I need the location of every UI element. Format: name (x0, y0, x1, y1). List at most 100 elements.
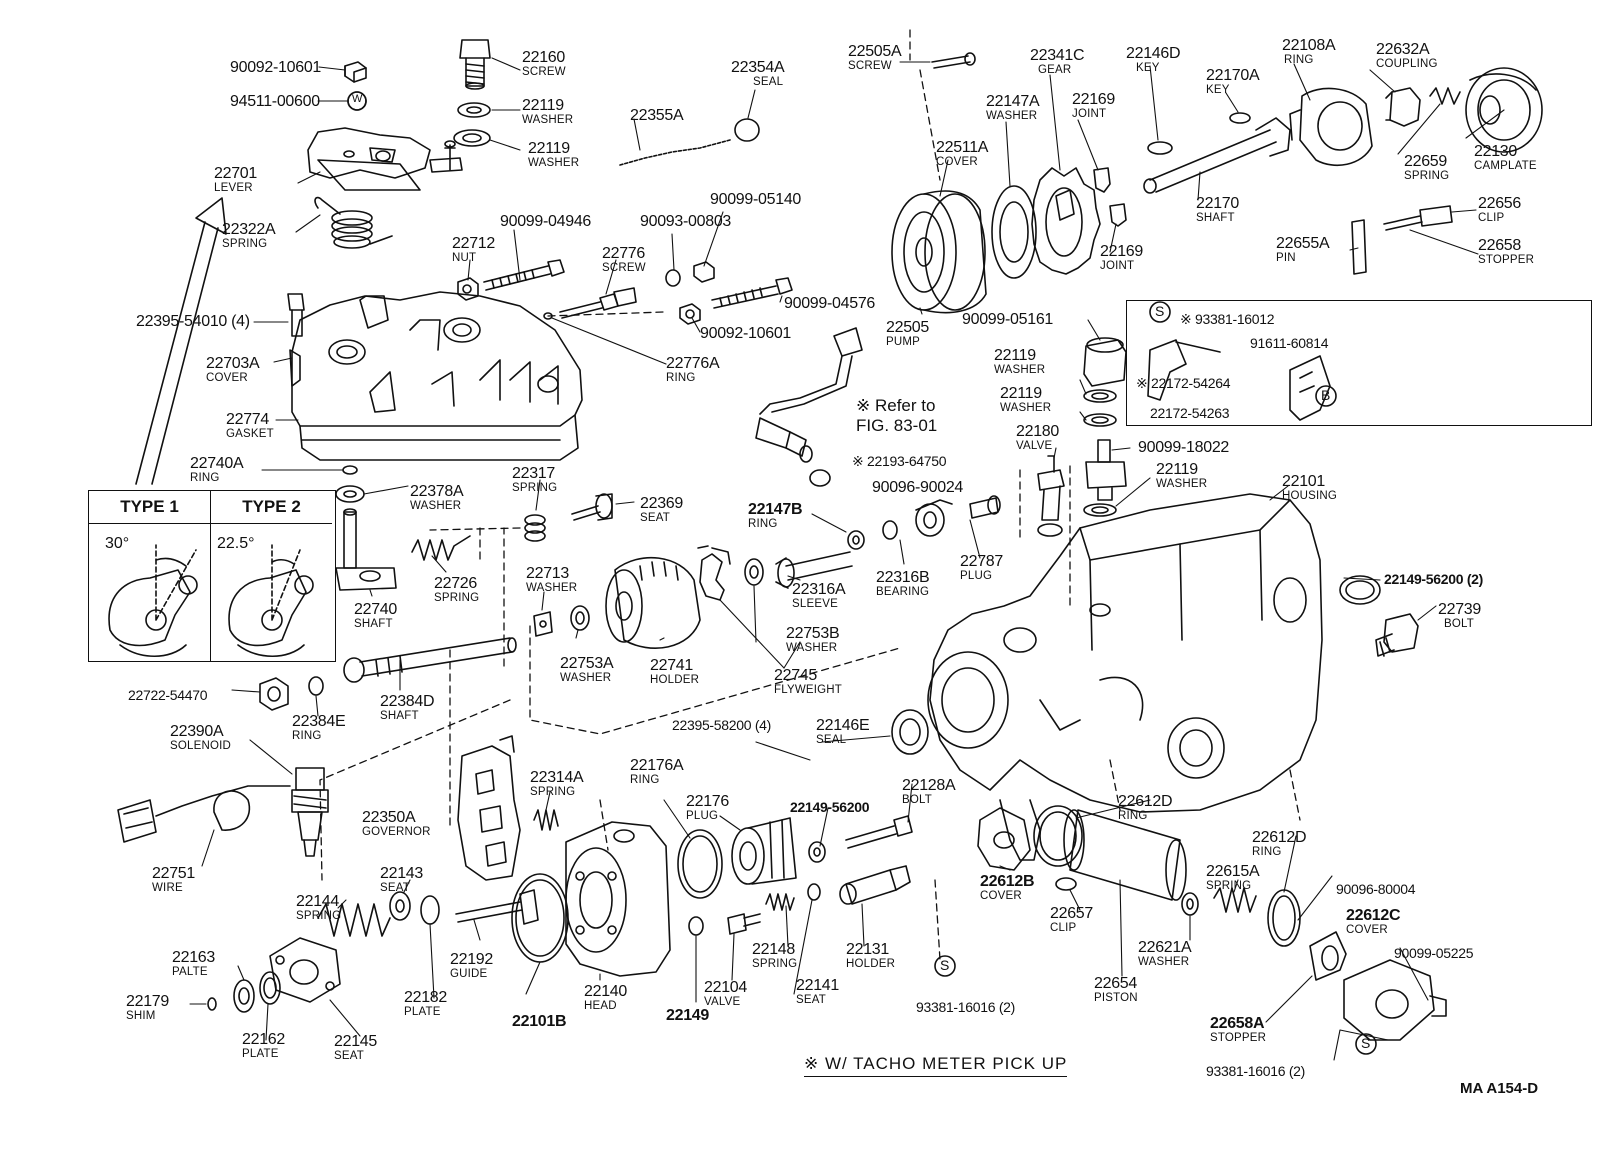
part-label[interactable]: 22149-56200 (2) (1384, 571, 1484, 587)
part-label[interactable]: 90092-10601 (230, 59, 322, 76)
part-label[interactable]: 91611-60814 (1250, 335, 1329, 351)
part-label[interactable]: 90099-05161 (962, 311, 1054, 328)
part-label[interactable]: 90099-05225 (1394, 945, 1474, 961)
part-label[interactable]: 22722-54470 (128, 687, 208, 703)
part-label[interactable]: 90093-00803 (640, 213, 732, 230)
part-label[interactable]: ※ 22172-54264 (1136, 375, 1231, 391)
part-label[interactable]: 22395-58200 (4) (672, 717, 772, 733)
part-label[interactable]: ※ 22193-64750 (852, 453, 947, 469)
part-label[interactable]: 90099-05140 (710, 191, 802, 208)
part-label[interactable]: 22149 (666, 1007, 709, 1024)
part-label[interactable]: ※ 93381-16012 (1180, 311, 1275, 327)
part-label[interactable]: 90099-04946 (500, 213, 592, 230)
part-label[interactable]: 90099-18022 (1138, 439, 1230, 456)
part-label[interactable]: 94511-00600 (230, 93, 320, 110)
part-label[interactable]: 90092-10601 (700, 325, 792, 342)
part-label[interactable]: 93381-16016 (2) (1206, 1063, 1306, 1079)
part-label[interactable]: 22395-54010 (4) (136, 313, 250, 330)
part-label[interactable]: 22149-56200 (790, 799, 870, 815)
part-label[interactable]: 90096-90024 (872, 479, 964, 496)
part-label[interactable]: 22101B (512, 1013, 567, 1030)
part-label[interactable]: 90096-80004 (1336, 881, 1416, 897)
part-label[interactable]: 22172-54263 (1150, 405, 1230, 421)
part-label[interactable]: 22355A (630, 107, 684, 124)
part-label[interactable]: 93381-16016 (2) (916, 999, 1016, 1015)
